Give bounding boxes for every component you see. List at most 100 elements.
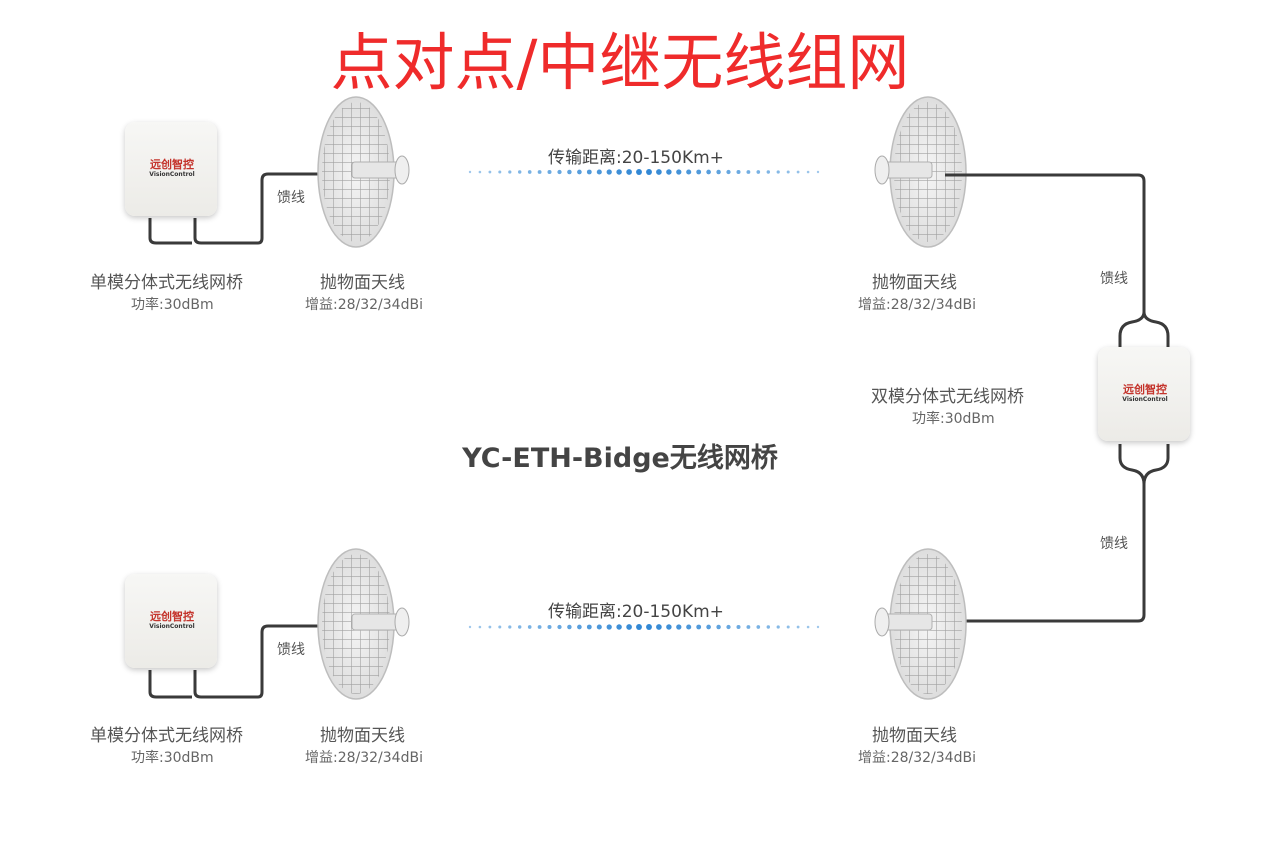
brand-logo: 远创智控 VisionControl	[139, 158, 205, 178]
signal-dot	[746, 170, 751, 174]
bridge-device-top-left: 远创智控 VisionControl	[125, 122, 217, 216]
single-bridge-power-top: 功率:30dBm	[131, 297, 214, 313]
feed-cable-right-down	[945, 444, 1170, 623]
signal-dot	[478, 625, 482, 629]
signal-dot	[537, 170, 542, 174]
signal-dot	[786, 170, 790, 174]
signal-dot	[636, 169, 642, 175]
feed-label-top-left: 馈线	[277, 190, 305, 206]
signal-dot	[796, 625, 800, 629]
brand-logo: 远创智控 VisionControl	[1112, 383, 1178, 403]
parabolic-antenna-top-right	[874, 96, 967, 248]
logo-cn-text: 远创智控	[150, 158, 194, 171]
signal-dot	[796, 170, 800, 174]
feed-label-right-upper: 馈线	[1100, 271, 1128, 287]
distance-label-bottom: 传输距离:20-150Km+	[548, 602, 724, 622]
feed-label-bottom-left: 馈线	[277, 642, 305, 658]
distance-label-top: 传输距离:20-150Km+	[548, 148, 724, 168]
signal-dot	[488, 625, 492, 629]
logo-cn-text: 远创智控	[150, 610, 194, 623]
diagram-title: 点对点/中继无线组网	[330, 26, 910, 99]
signal-dot	[606, 624, 612, 630]
signal-dot	[776, 625, 780, 629]
signal-dot	[586, 624, 592, 630]
signal-dot	[527, 170, 532, 174]
parabolic-antenna-top-left	[317, 96, 410, 248]
signal-dot	[666, 169, 672, 175]
signal-dot	[736, 169, 741, 175]
signal-dot	[706, 624, 711, 630]
antenna-gain-bottom-right: 增益:28/32/34dBi	[858, 750, 976, 766]
signal-dots-bottom	[468, 624, 820, 630]
signal-dot	[567, 169, 572, 175]
logo-en-text: VisionControl	[149, 171, 195, 178]
signal-dot	[666, 624, 672, 630]
signal-dot	[776, 170, 780, 174]
antenna-gain-top-right: 增益:28/32/34dBi	[858, 297, 976, 313]
signal-dot	[626, 624, 632, 630]
antenna-gain-top-left: 增益:28/32/34dBi	[305, 297, 423, 313]
signal-dot	[726, 169, 731, 175]
signal-dot	[816, 625, 820, 629]
signal-dot	[468, 625, 472, 629]
signal-dot	[726, 624, 731, 630]
signal-dot	[656, 169, 662, 175]
signal-dot	[646, 169, 652, 175]
dual-bridge-name: 双模分体式无线网桥	[871, 387, 1024, 407]
signal-dot	[577, 624, 582, 630]
feed-label-right-lower: 馈线	[1100, 536, 1128, 552]
dual-bridge-power: 功率:30dBm	[912, 411, 995, 427]
signal-dot	[656, 624, 662, 630]
signal-dot	[686, 169, 692, 175]
signal-dot	[686, 624, 692, 630]
signal-dot	[557, 169, 562, 175]
signal-dot	[676, 624, 682, 630]
signal-dot	[488, 170, 492, 174]
signal-dot	[606, 169, 612, 175]
signal-dot	[716, 624, 721, 630]
signal-dot	[498, 170, 502, 174]
signal-dot	[616, 624, 622, 630]
signal-dot	[498, 625, 502, 629]
bridge-device-dual: 远创智控 VisionControl	[1098, 347, 1190, 441]
signal-dot	[626, 169, 632, 175]
signal-dot	[557, 624, 562, 630]
signal-dot	[547, 169, 552, 175]
single-bridge-name-top: 单模分体式无线网桥	[90, 273, 243, 293]
signal-dot	[696, 169, 702, 175]
signal-dot	[586, 169, 592, 175]
signal-dot	[766, 170, 771, 174]
signal-dot	[508, 625, 512, 629]
logo-en-text: VisionControl	[149, 623, 195, 630]
signal-dot	[537, 625, 542, 629]
bridge-device-bottom-left: 远创智控 VisionControl	[125, 574, 217, 668]
signal-dot	[766, 625, 771, 629]
signal-dot	[706, 169, 711, 175]
signal-dot	[547, 624, 552, 630]
signal-dot	[478, 170, 482, 174]
signal-dot	[696, 624, 702, 630]
signal-dot	[646, 624, 652, 630]
signal-dot	[527, 625, 532, 629]
signal-dot	[746, 625, 751, 629]
signal-dot	[756, 625, 761, 629]
signal-dot	[806, 625, 810, 629]
signal-dot	[736, 624, 741, 630]
signal-dot	[806, 170, 810, 174]
logo-en-text: VisionControl	[1122, 396, 1168, 403]
signal-dot	[616, 169, 622, 175]
signal-dot	[577, 169, 582, 175]
feed-cable-bottom-left	[148, 624, 340, 699]
parabolic-antenna-bottom-left	[317, 548, 410, 700]
brand-logo: 远创智控 VisionControl	[139, 610, 205, 630]
signal-dots-top	[468, 169, 820, 175]
antenna-name-bottom-left: 抛物面天线	[320, 726, 405, 746]
single-bridge-name-bottom: 单模分体式无线网桥	[90, 726, 243, 746]
signal-dot	[636, 624, 642, 630]
feed-cable-top-right	[945, 173, 1170, 350]
feed-cable-top-left	[148, 172, 340, 245]
antenna-gain-bottom-left: 增益:28/32/34dBi	[305, 750, 423, 766]
single-bridge-power-bottom: 功率:30dBm	[131, 750, 214, 766]
logo-cn-text: 远创智控	[1123, 383, 1167, 396]
